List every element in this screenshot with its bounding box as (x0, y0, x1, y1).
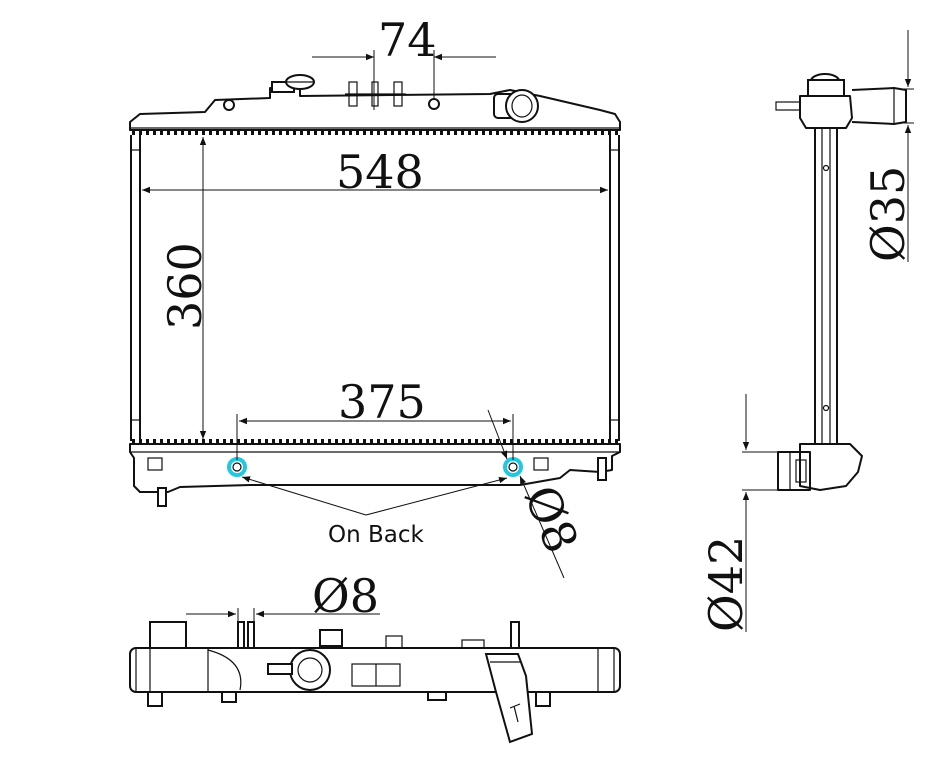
inlet-pipe (493, 89, 539, 123)
side-view: Ø35 Ø42 (699, 30, 915, 632)
side-peg (597, 457, 607, 481)
side-bottom-tank (799, 443, 863, 491)
dimension-360-label: 360 (158, 242, 212, 330)
tank-bolt-right (428, 98, 440, 110)
top-view-inlet-stub (149, 621, 187, 649)
dimension-548: 548 (142, 145, 608, 199)
dimension-top-view-hole: Ø8 (186, 569, 380, 624)
top-view-outlet-pipe (484, 653, 534, 744)
bottom-bracket-right (533, 457, 549, 471)
mount-hole-right (503, 457, 523, 477)
dimension-375-label: 375 (338, 375, 426, 429)
dimension-top-view-hole-label: Ø8 (312, 569, 379, 623)
side-inlet-pipe (851, 87, 907, 125)
mount-hole-left (227, 457, 247, 477)
top-view: Ø8 (129, 569, 621, 744)
bottom-peg (157, 487, 167, 507)
on-back-label: On Back (328, 522, 425, 548)
top-tank (129, 87, 621, 131)
bottom-tank (129, 443, 621, 493)
dimension-outlet-label: Ø42 (699, 536, 753, 632)
dimension-inlet-label: Ø35 (861, 166, 915, 262)
dimension-hole-diameter: Ø8 (487, 409, 589, 579)
side-outlet-pipe (777, 451, 811, 491)
bottom-bracket-left (147, 457, 163, 471)
dimension-360: 360 (158, 137, 212, 439)
dimension-548-label: 548 (336, 145, 424, 199)
dimension-74: 74 (312, 13, 496, 110)
dimension-inlet: Ø35 (861, 30, 915, 262)
side-core (814, 127, 838, 445)
dimension-375: 375 (236, 375, 514, 460)
mounting-pins (345, 81, 406, 107)
radiator-cap (271, 74, 315, 93)
tank-bolt-left (223, 99, 235, 111)
on-back-callout: On Back (241, 476, 508, 548)
front-view: 74 548 360 375 Ø8 (129, 13, 621, 579)
dimension-74-label: 74 (378, 13, 437, 67)
side-top-tank (799, 95, 853, 129)
dimension-hole-diameter-label: Ø8 (514, 478, 589, 560)
dimension-outlet: Ø42 (699, 394, 790, 632)
top-view-cap (267, 629, 343, 691)
